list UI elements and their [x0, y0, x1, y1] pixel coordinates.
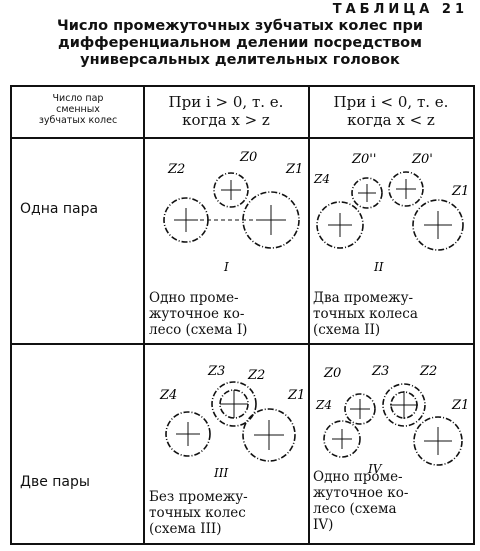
gear-label: Z1 [285, 162, 303, 177]
gear-label: Z3 [207, 364, 225, 379]
desc-line: Без промежу- [149, 489, 248, 505]
header-col1-line: Число пар [52, 93, 104, 104]
gear-label: Z4 [313, 172, 330, 186]
desc-line: Одно проме- [313, 469, 403, 485]
row-label-two-pairs: Две пары [20, 474, 90, 490]
header-col2: При i > 0, т. е. когда x > z [146, 93, 306, 129]
scheme-number: IV [367, 462, 383, 476]
desc-line: (схема III) [149, 521, 222, 537]
row-divider [12, 137, 473, 139]
header-col3-line: когда x < z [347, 111, 435, 129]
scheme-number: III [213, 466, 228, 480]
desc-line: Одно промe- [149, 290, 239, 306]
desc-II: Два промежу- точных колеса (схема II) [313, 290, 471, 338]
header-col1-line: зубчатых колес [38, 115, 118, 126]
desc-line: Два промежу- [313, 290, 414, 306]
desc-III: Без промежу- точных колес (схема III) [149, 489, 303, 537]
title-line: универсальных делительных головок [80, 52, 400, 68]
header-col2-line: При i > 0, т. е. [168, 93, 284, 111]
desc-line: жуточное ко- [149, 306, 245, 322]
desc-line: точных колес [149, 505, 246, 521]
header-col3: При i < 0, т. е. когда x < z [311, 93, 471, 129]
gear-label: Z4 [159, 388, 177, 403]
gear-diagram-IV: Z0 Z3 Z2 Z4 Z1 IV [315, 364, 469, 476]
gear-label: Z0' [411, 152, 433, 167]
row-label-one-pair: Одна пара [20, 201, 99, 217]
gear-diagram-II: Z4 Z0'' Z0' Z1 II [313, 152, 469, 274]
gear-label: Z0 [323, 366, 341, 381]
scheme-number: I [223, 260, 229, 274]
column-divider [143, 87, 145, 543]
scheme-number: II [373, 260, 384, 274]
header-col1: Число пар сменных зубчатых колес [16, 93, 140, 126]
desc-line: IV) [313, 517, 334, 533]
gear-label: Z2 [247, 368, 265, 383]
table-title: Число промежуточных зубчатых колес при д… [0, 18, 480, 69]
desc-line: точных колеса [313, 306, 418, 322]
desc-line: лесо (схема I) [149, 322, 248, 338]
header-col3-line: При i < 0, т. е. [333, 93, 449, 111]
title-line: Число промежуточных зубчатых колес при [57, 18, 423, 34]
header-col2-line: когда x > z [182, 111, 270, 129]
gear-label: Z4 [315, 398, 332, 412]
table-label: ТАБЛИЦА 21 [332, 2, 468, 17]
desc-line: лесо (схема [313, 501, 397, 517]
gear-label: Z1 [451, 184, 469, 199]
desc-line: (схема II) [313, 322, 381, 338]
gear-diagram-I: Z2 Z0 Z1 I [163, 150, 303, 274]
gear-label: Z1 [451, 398, 469, 413]
gear-label: Z1 [287, 388, 305, 403]
desc-I: Одно промe- жуточное ко- лесо (схема I) [149, 290, 303, 338]
gear-label: Z0'' [351, 152, 376, 167]
data-table: Число пар сменных зубчатых колес При i >… [10, 85, 475, 545]
gear-label: Z0 [239, 150, 257, 165]
desc-line: жуточное ко- [313, 485, 409, 501]
gear-label: Z3 [371, 364, 389, 379]
gear-label: Z2 [419, 364, 437, 379]
gear-label: Z2 [167, 162, 185, 177]
header-col1-line: сменных [56, 104, 100, 115]
row-divider [12, 343, 473, 345]
column-divider [308, 87, 310, 543]
desc-IV: Одно проме- жуточное ко- лесо (схема IV) [313, 469, 471, 533]
gear-diagram-III: Z4 Z3 Z2 Z1 III [159, 364, 305, 480]
title-line: дифференциальном делении посредством [58, 35, 422, 51]
